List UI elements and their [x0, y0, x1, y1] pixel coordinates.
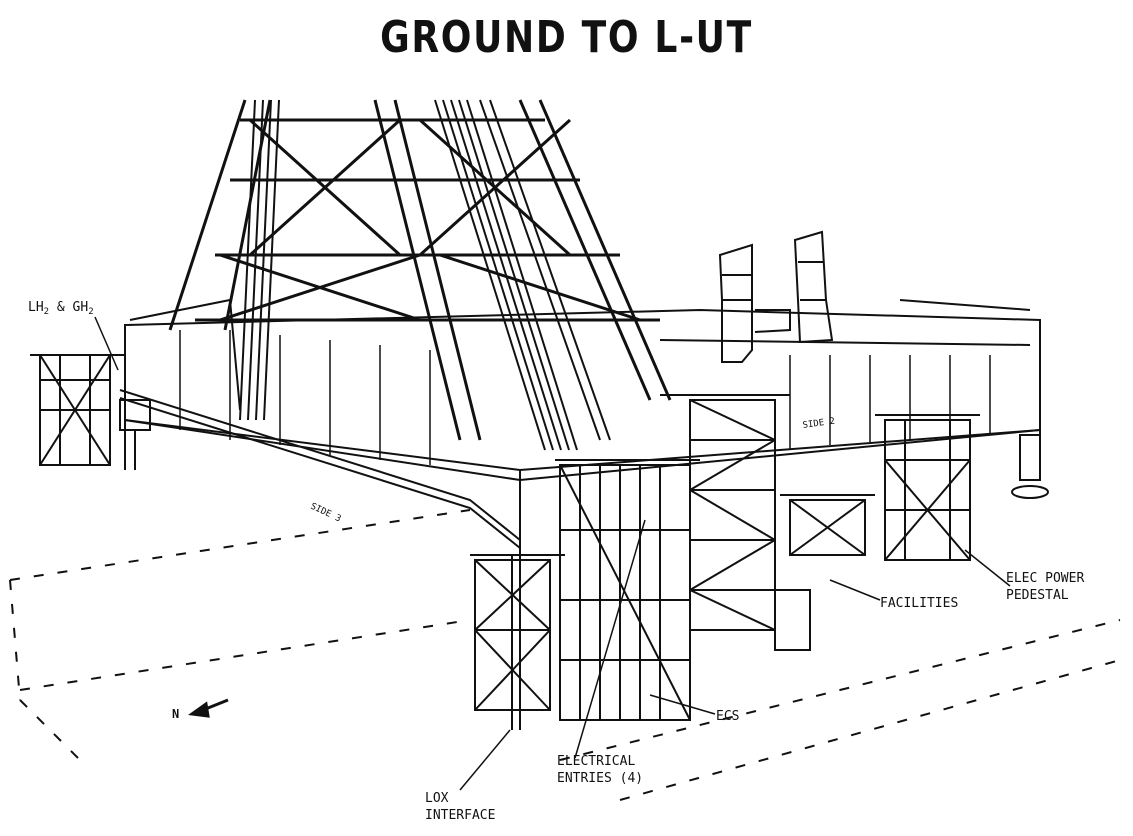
lh2-text: LH [28, 300, 44, 315]
page-title: GROUND TO L-UT [380, 12, 753, 63]
facilities-label: FACILITIES [880, 596, 959, 611]
lox-interface-label: LOX INTERFACE [425, 790, 495, 824]
north-arrow-icon [188, 698, 229, 718]
elec-power-pedestal-label: ELEC POWER PEDESTAL [1006, 570, 1084, 604]
platform-support-leg [1011, 434, 1049, 499]
lox-line1: LOX [425, 791, 449, 806]
electrical-line1: ELECTRICAL [557, 754, 636, 769]
pipe-bundles [119, 99, 611, 549]
side-2-service-tower [660, 394, 811, 651]
electrical-line2: ENTRIES (4) [557, 771, 644, 786]
elec-power-line2: PEDESTAL [1006, 588, 1069, 603]
gh2-text: & GH [49, 300, 89, 315]
launch-platform [124, 299, 1041, 560]
gh2-sub: 2 [88, 307, 94, 317]
ground-outline [9, 509, 1121, 801]
ecs-label: ECS [716, 709, 740, 724]
north-label: N [172, 707, 179, 721]
facilities-platform [780, 494, 875, 556]
elec-power-line1: ELEC POWER [1006, 571, 1085, 586]
lh2-gh2-service-tower [30, 354, 151, 470]
leader-lines [94, 316, 1011, 791]
lh2-gh2-label: LH2 & GH2 [28, 299, 94, 321]
side-2-label: SIDE 2 [802, 417, 836, 431]
lox-line2: INTERFACE [425, 808, 496, 823]
lh2-sub: 2 [43, 307, 50, 317]
elec-power-pedestal [875, 414, 980, 561]
electrical-entries-label: ELECTRICAL ENTRIES (4) [557, 753, 643, 787]
exhaust-stacks [718, 230, 834, 363]
side-3-label: SIDE 3 [309, 502, 343, 525]
tower-structure [168, 99, 672, 441]
electrical-entries-tower [555, 459, 700, 721]
lox-interface-tower [470, 554, 565, 730]
